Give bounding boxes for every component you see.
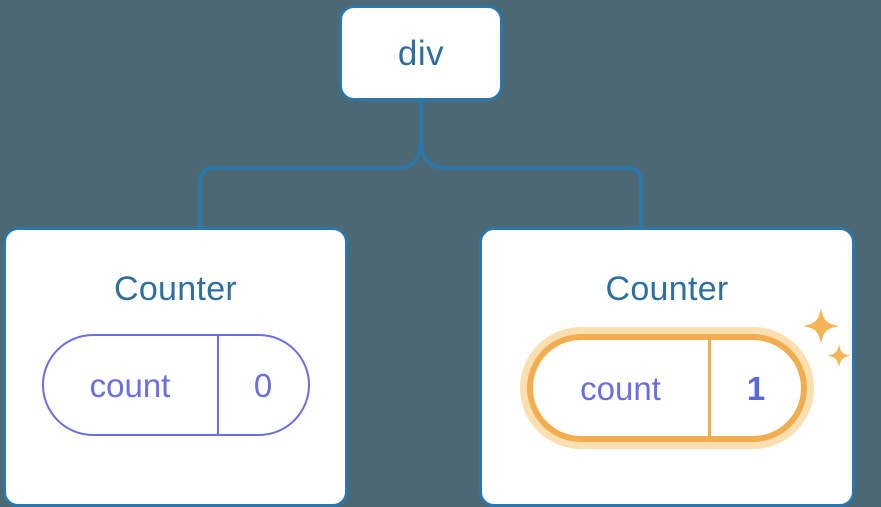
state-key-cell-left: count [44, 336, 217, 434]
counter-title-left: Counter [113, 270, 238, 308]
sparkle-group [803, 308, 851, 368]
state-value-label-left: 0 [253, 366, 273, 404]
state-pill-left[interactable]: count 0 [41, 334, 310, 436]
node-counter-right[interactable]: Counter count 1 [479, 227, 855, 507]
state-value-cell-left: 0 [216, 336, 308, 434]
root-node-label: div [397, 33, 445, 73]
state-key-label-right: count [580, 369, 661, 407]
connector-left-branch [198, 139, 423, 228]
state-key-label-left: count [89, 366, 171, 404]
connector-right-branch [419, 139, 643, 228]
state-pill-wrapper-right: count 1 [527, 308, 851, 442]
state-key-cell-right: count [533, 340, 708, 436]
tree-connectors [198, 101, 643, 228]
state-value-label-right: 1 [746, 369, 766, 407]
state-value-cell-right: 1 [708, 340, 801, 436]
sparkle-small-icon [827, 344, 851, 368]
state-pill-right[interactable]: count 1 [527, 334, 807, 442]
diagram-canvas: div Counter count 0 Counter count [3, 5, 855, 507]
sparkle-large-icon [803, 308, 839, 344]
state-pill-wrapper-left: count 0 [41, 334, 310, 436]
node-counter-left[interactable]: Counter count 0 [3, 227, 348, 507]
counter-title-right: Counter [605, 270, 729, 308]
node-root-div[interactable]: div [339, 5, 503, 101]
